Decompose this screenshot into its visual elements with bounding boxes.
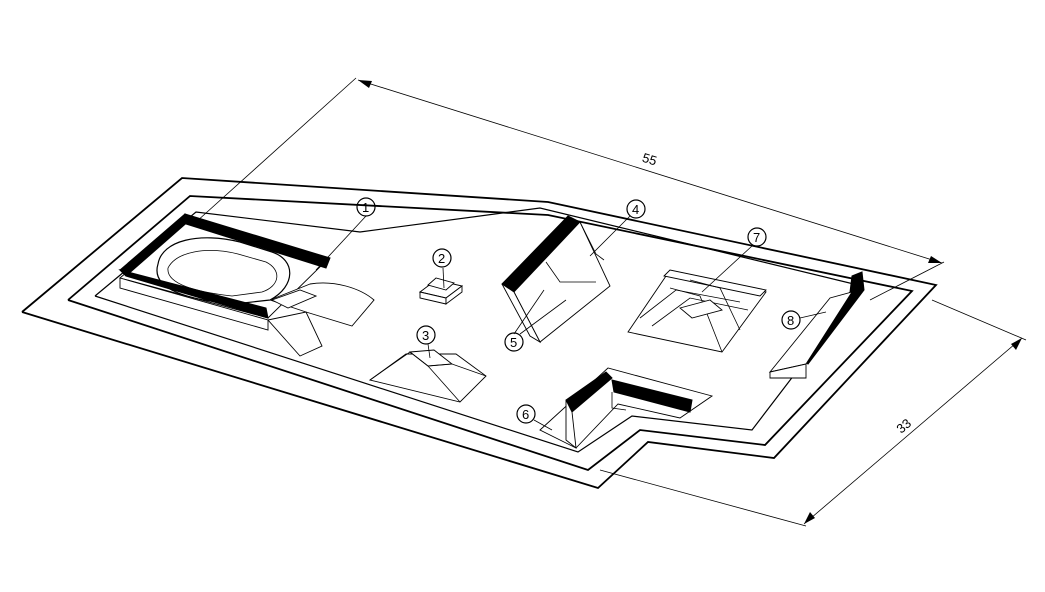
callout-7: 7 [701,227,767,293]
bowl-pool-inner [167,250,278,297]
callout-8: 8 [781,310,827,330]
callout-leader [442,267,445,289]
callout-circle [416,325,436,345]
callout-label: 3 [422,328,429,343]
wall-ramp-edge [501,283,542,344]
callout-label: 7 [753,230,760,245]
grind-structure-rail [663,269,767,297]
callout-6: 6 [516,404,553,431]
callout-label: 2 [438,251,445,266]
callout-circle [516,404,536,424]
rail-ramp-element [768,271,865,379]
callout-leader [427,343,431,359]
dimension-width: 33 [599,299,1027,527]
ledge-element [539,367,714,450]
box-side [445,285,463,305]
pyramid-element [368,349,487,403]
callout-circle [747,227,767,247]
callout-2: 2 [432,248,452,289]
grind-line-3 [669,287,723,353]
callout-leader [513,289,545,335]
ledge-front-wall [565,399,577,450]
callout-label: 6 [522,407,529,422]
pyramid-ridge [369,351,461,403]
bowl-ramp-step [270,289,318,309]
callout-leader [533,419,553,431]
bowl-coping-back [184,213,331,269]
slab-outlines [21,177,938,490]
callout-leader [315,215,367,271]
extension-line-top [931,299,1027,341]
dimension-length: 55 [195,77,945,301]
ledge-corner [611,392,627,411]
pyramid-ridge-right [427,363,487,377]
outer-slab-outline [21,177,938,490]
callout-leader [799,311,827,319]
dimension-length-label: 55 [641,150,659,169]
callout-label: 1 [362,200,369,215]
arrowhead-width-end [804,512,815,524]
callout-circle [504,332,524,352]
callout-leader [589,215,631,257]
callout-3: 3 [416,325,436,359]
bowl-element [118,213,375,357]
callout-circle [626,199,646,219]
extension-line-right [869,261,945,301]
callout-label: 4 [632,202,639,217]
dimension-line-width [803,337,1023,525]
grind-structure-element [627,269,767,353]
arrowhead-width-start [1011,338,1022,350]
arrowhead-length-end [928,256,942,263]
bowl-ramp-wing [267,311,323,357]
box-element [418,277,464,305]
extension-line-bottom [599,469,807,527]
callout-label: 5 [510,335,517,350]
wall-ramp-seam-2 [545,261,596,283]
callout-circle [781,310,801,330]
box-upper-step [427,277,455,291]
bowl-coping-front [118,269,269,319]
callout-1: 1 [315,197,376,271]
callout-circle [356,197,376,217]
callout-4: 4 [589,199,646,257]
callout-label: 8 [787,313,794,328]
wall-ramp-element [501,215,611,344]
wall-ramp-seam [579,221,605,261]
arrowhead-length-start [358,80,372,88]
ledge-coping-right [611,379,693,413]
rail-ramp-front [769,363,807,379]
middle-slab-outline [67,195,914,472]
callout-5: 5 [504,289,567,352]
grind-line-4 [689,279,741,331]
extension-line-left [195,77,357,223]
bowl-pool [156,237,291,305]
callout-leader-2 [519,299,567,335]
bowl-front-wall [119,277,269,331]
callout-leader [701,245,753,293]
grind-box [679,299,723,319]
callout-circle [432,248,452,268]
dimension-line-length [357,79,943,264]
